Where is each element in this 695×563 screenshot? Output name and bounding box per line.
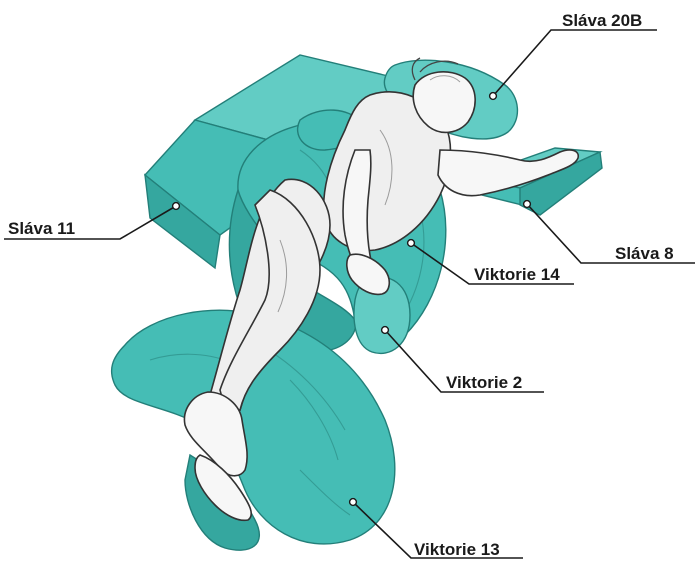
- label-viktorie-13: Viktorie 13: [414, 540, 500, 559]
- callout-slava-8: Sláva 8: [524, 201, 695, 263]
- label-slava-8: Sláva 8: [615, 244, 674, 263]
- label-viktorie-2: Viktorie 2: [446, 373, 522, 392]
- label-slava-11: Sláva 11: [8, 219, 75, 238]
- illustration: [112, 55, 602, 550]
- callout-slava-20b: Sláva 20B: [490, 11, 657, 99]
- label-viktorie-14: Viktorie 14: [474, 265, 560, 284]
- label-slava-20b: Sláva 20B: [562, 11, 642, 30]
